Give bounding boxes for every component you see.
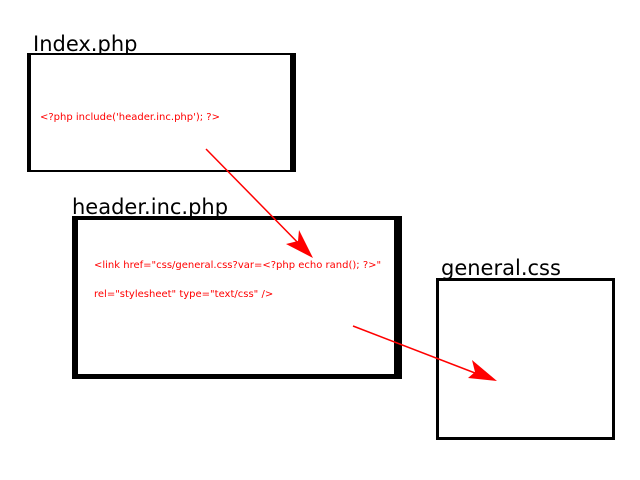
general-css-box [436, 278, 615, 440]
arrow-header-to-css [352, 325, 497, 381]
header-inc-php-label: header.inc.php [72, 195, 229, 219]
header-inc-php-code-line1: <link href="css/general.css?var=<?php ec… [94, 260, 382, 271]
header-inc-php-code-line2: rel="stylesheet" type="text/css" /> [94, 289, 274, 300]
index-php-code: <?php include('header.inc.php'); ?> [40, 112, 220, 123]
general-css-label: general.css [441, 256, 561, 280]
header-inc-php-box [72, 216, 402, 379]
index-php-box [27, 53, 296, 172]
arrow-index-to-header [205, 148, 313, 258]
index-php-label: Index.php [33, 32, 138, 56]
